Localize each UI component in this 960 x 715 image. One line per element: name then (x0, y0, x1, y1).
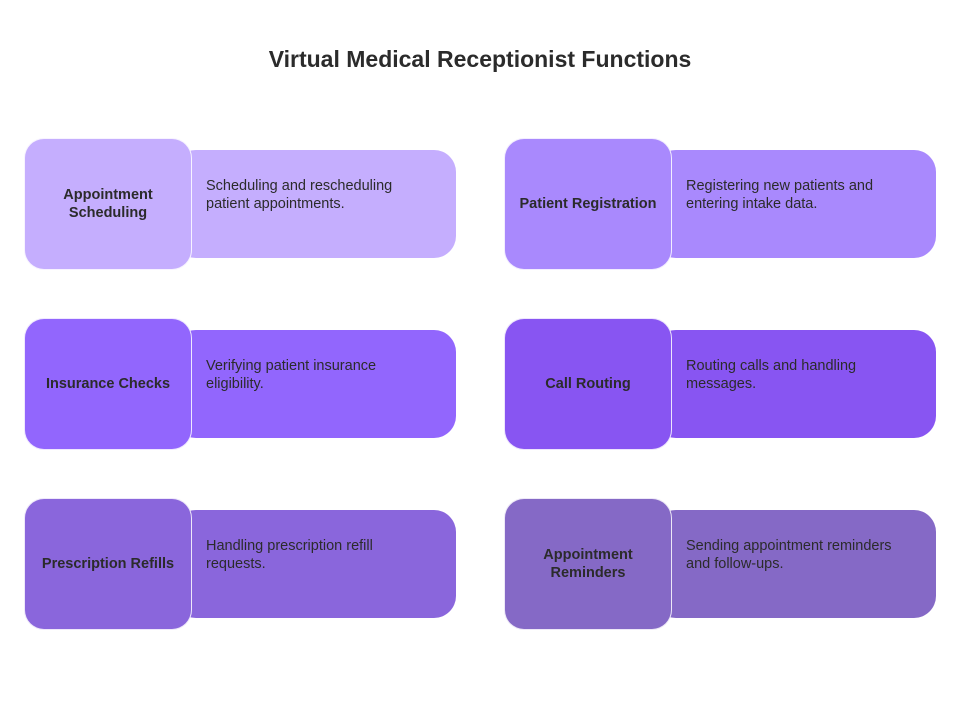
function-label-box: Insurance Checks (24, 318, 192, 450)
function-description: Routing calls and handling messages. (686, 358, 857, 392)
function-description-box: Routing calls and handling messages. (654, 330, 936, 438)
function-description: Scheduling and rescheduling patient appo… (206, 178, 393, 212)
function-label-box: Prescription Refills (24, 498, 192, 630)
function-description: Verifying patient insurance eligibility. (206, 358, 377, 392)
function-label: Patient Registration (519, 196, 657, 212)
function-description: Sending appointment reminders and follow… (686, 538, 892, 572)
function-label-box: Call Routing (504, 318, 672, 450)
function-card-patient-registration: Registering new patients and entering in… (504, 138, 936, 270)
function-card-insurance-checks: Verifying patient insurance eligibility.… (24, 318, 456, 450)
diagram-title: Virtual Medical Receptionist Functions (268, 46, 692, 72)
function-label-box: Patient Registration (504, 138, 672, 270)
function-description: Registering new patients and entering in… (686, 178, 874, 212)
function-card-appointment-reminders: Sending appointment reminders and follow… (504, 498, 936, 630)
function-card-appointment-scheduling: Scheduling and rescheduling patient appo… (24, 138, 456, 270)
function-description-box: Verifying patient insurance eligibility. (174, 330, 456, 438)
function-label-box: Appointment Reminders (504, 498, 672, 630)
function-label: Appointment Reminders (543, 547, 633, 581)
function-description-box: Handling prescription refill requests. (174, 510, 456, 618)
function-label: Insurance Checks (45, 376, 171, 392)
function-description-box: Registering new patients and entering in… (654, 150, 936, 258)
function-label: Appointment Scheduling (63, 187, 153, 221)
function-label: Prescription Refills (41, 556, 175, 572)
function-card-prescription-refills: Handling prescription refill requests. P… (24, 498, 456, 630)
function-description: Handling prescription refill requests. (206, 538, 373, 572)
function-label-box: Appointment Scheduling (24, 138, 192, 270)
function-description-box: Scheduling and rescheduling patient appo… (174, 150, 456, 258)
function-description-box: Sending appointment reminders and follow… (654, 510, 936, 618)
function-label: Call Routing (545, 376, 631, 392)
function-card-call-routing: Routing calls and handling messages. Cal… (504, 318, 936, 450)
